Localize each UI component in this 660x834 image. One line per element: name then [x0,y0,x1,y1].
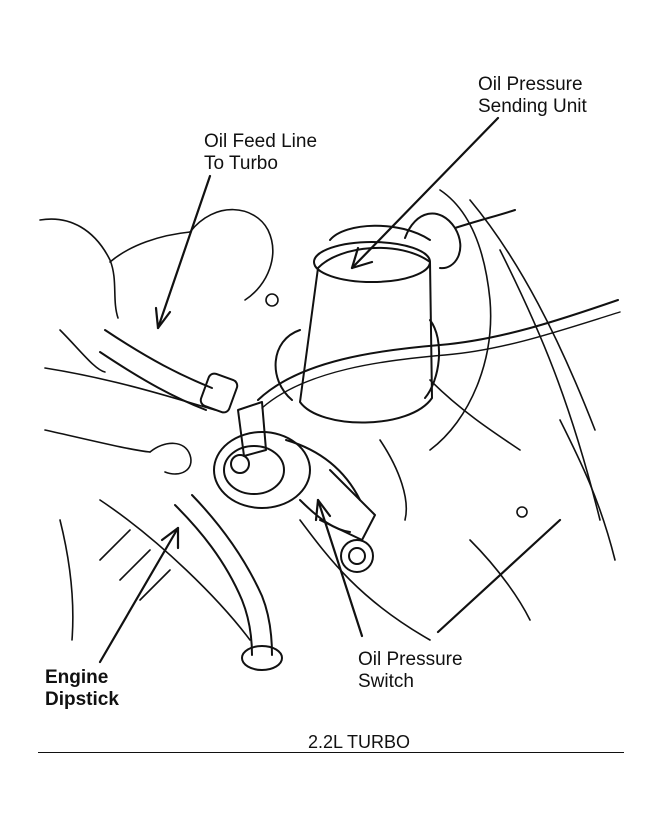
figure-caption: 2.2L TURBO [308,732,411,752]
label-line: Engine [45,667,109,688]
engine-block-outline [39,189,616,641]
label-engine-dipstick: Engine Dipstick [45,667,119,711]
engine-dipstick-tube [174,494,283,671]
leader-lines [98,116,562,664]
label-line: Sending Unit [478,96,587,117]
label-line: Switch [358,671,414,692]
oil-pressure-sending-unit [274,209,516,424]
label-oil-pressure-sending-unit: Oil Pressure Sending Unit [478,74,587,118]
label-line: Oil Pressure [358,649,463,670]
sending-unit-wire [257,299,619,401]
oil-pressure-switch [213,401,376,573]
caption-divider [38,752,624,753]
label-line: To Turbo [204,153,278,174]
label-oil-feed-line: Oil Feed Line To Turbo [204,131,317,175]
label-line: Oil Feed Line [204,131,318,152]
label-line: Oil Pressure [478,74,583,95]
label-line: Dipstick [45,689,119,710]
label-oil-pressure-switch: Oil Pressure Switch [358,649,463,693]
oil-feed-line [99,329,239,414]
